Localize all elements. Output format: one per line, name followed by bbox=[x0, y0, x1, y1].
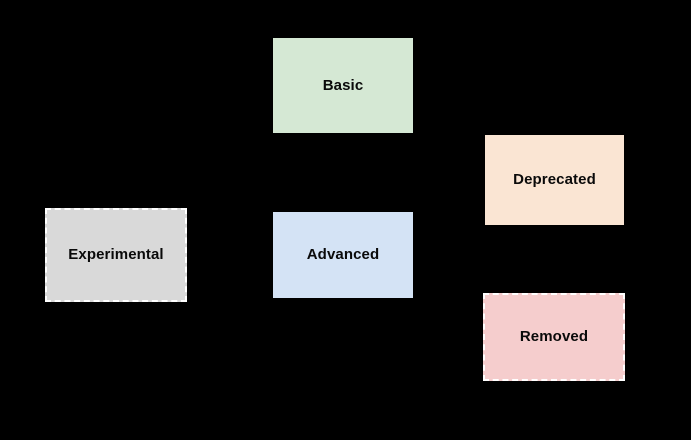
node-experimental-label: Experimental bbox=[68, 246, 164, 263]
node-removed-label: Removed bbox=[519, 328, 589, 345]
node-removed[interactable]: Removed bbox=[483, 293, 625, 381]
node-deprecated[interactable]: Deprecated bbox=[485, 135, 624, 225]
node-advanced-label: Advanced bbox=[306, 246, 380, 263]
node-basic-label: Basic bbox=[322, 76, 364, 94]
node-experimental[interactable]: Experimental bbox=[45, 208, 187, 302]
node-deprecated-label: Deprecated bbox=[513, 171, 596, 188]
node-advanced[interactable]: Advanced bbox=[273, 212, 413, 298]
node-basic[interactable]: Basic bbox=[273, 38, 413, 133]
